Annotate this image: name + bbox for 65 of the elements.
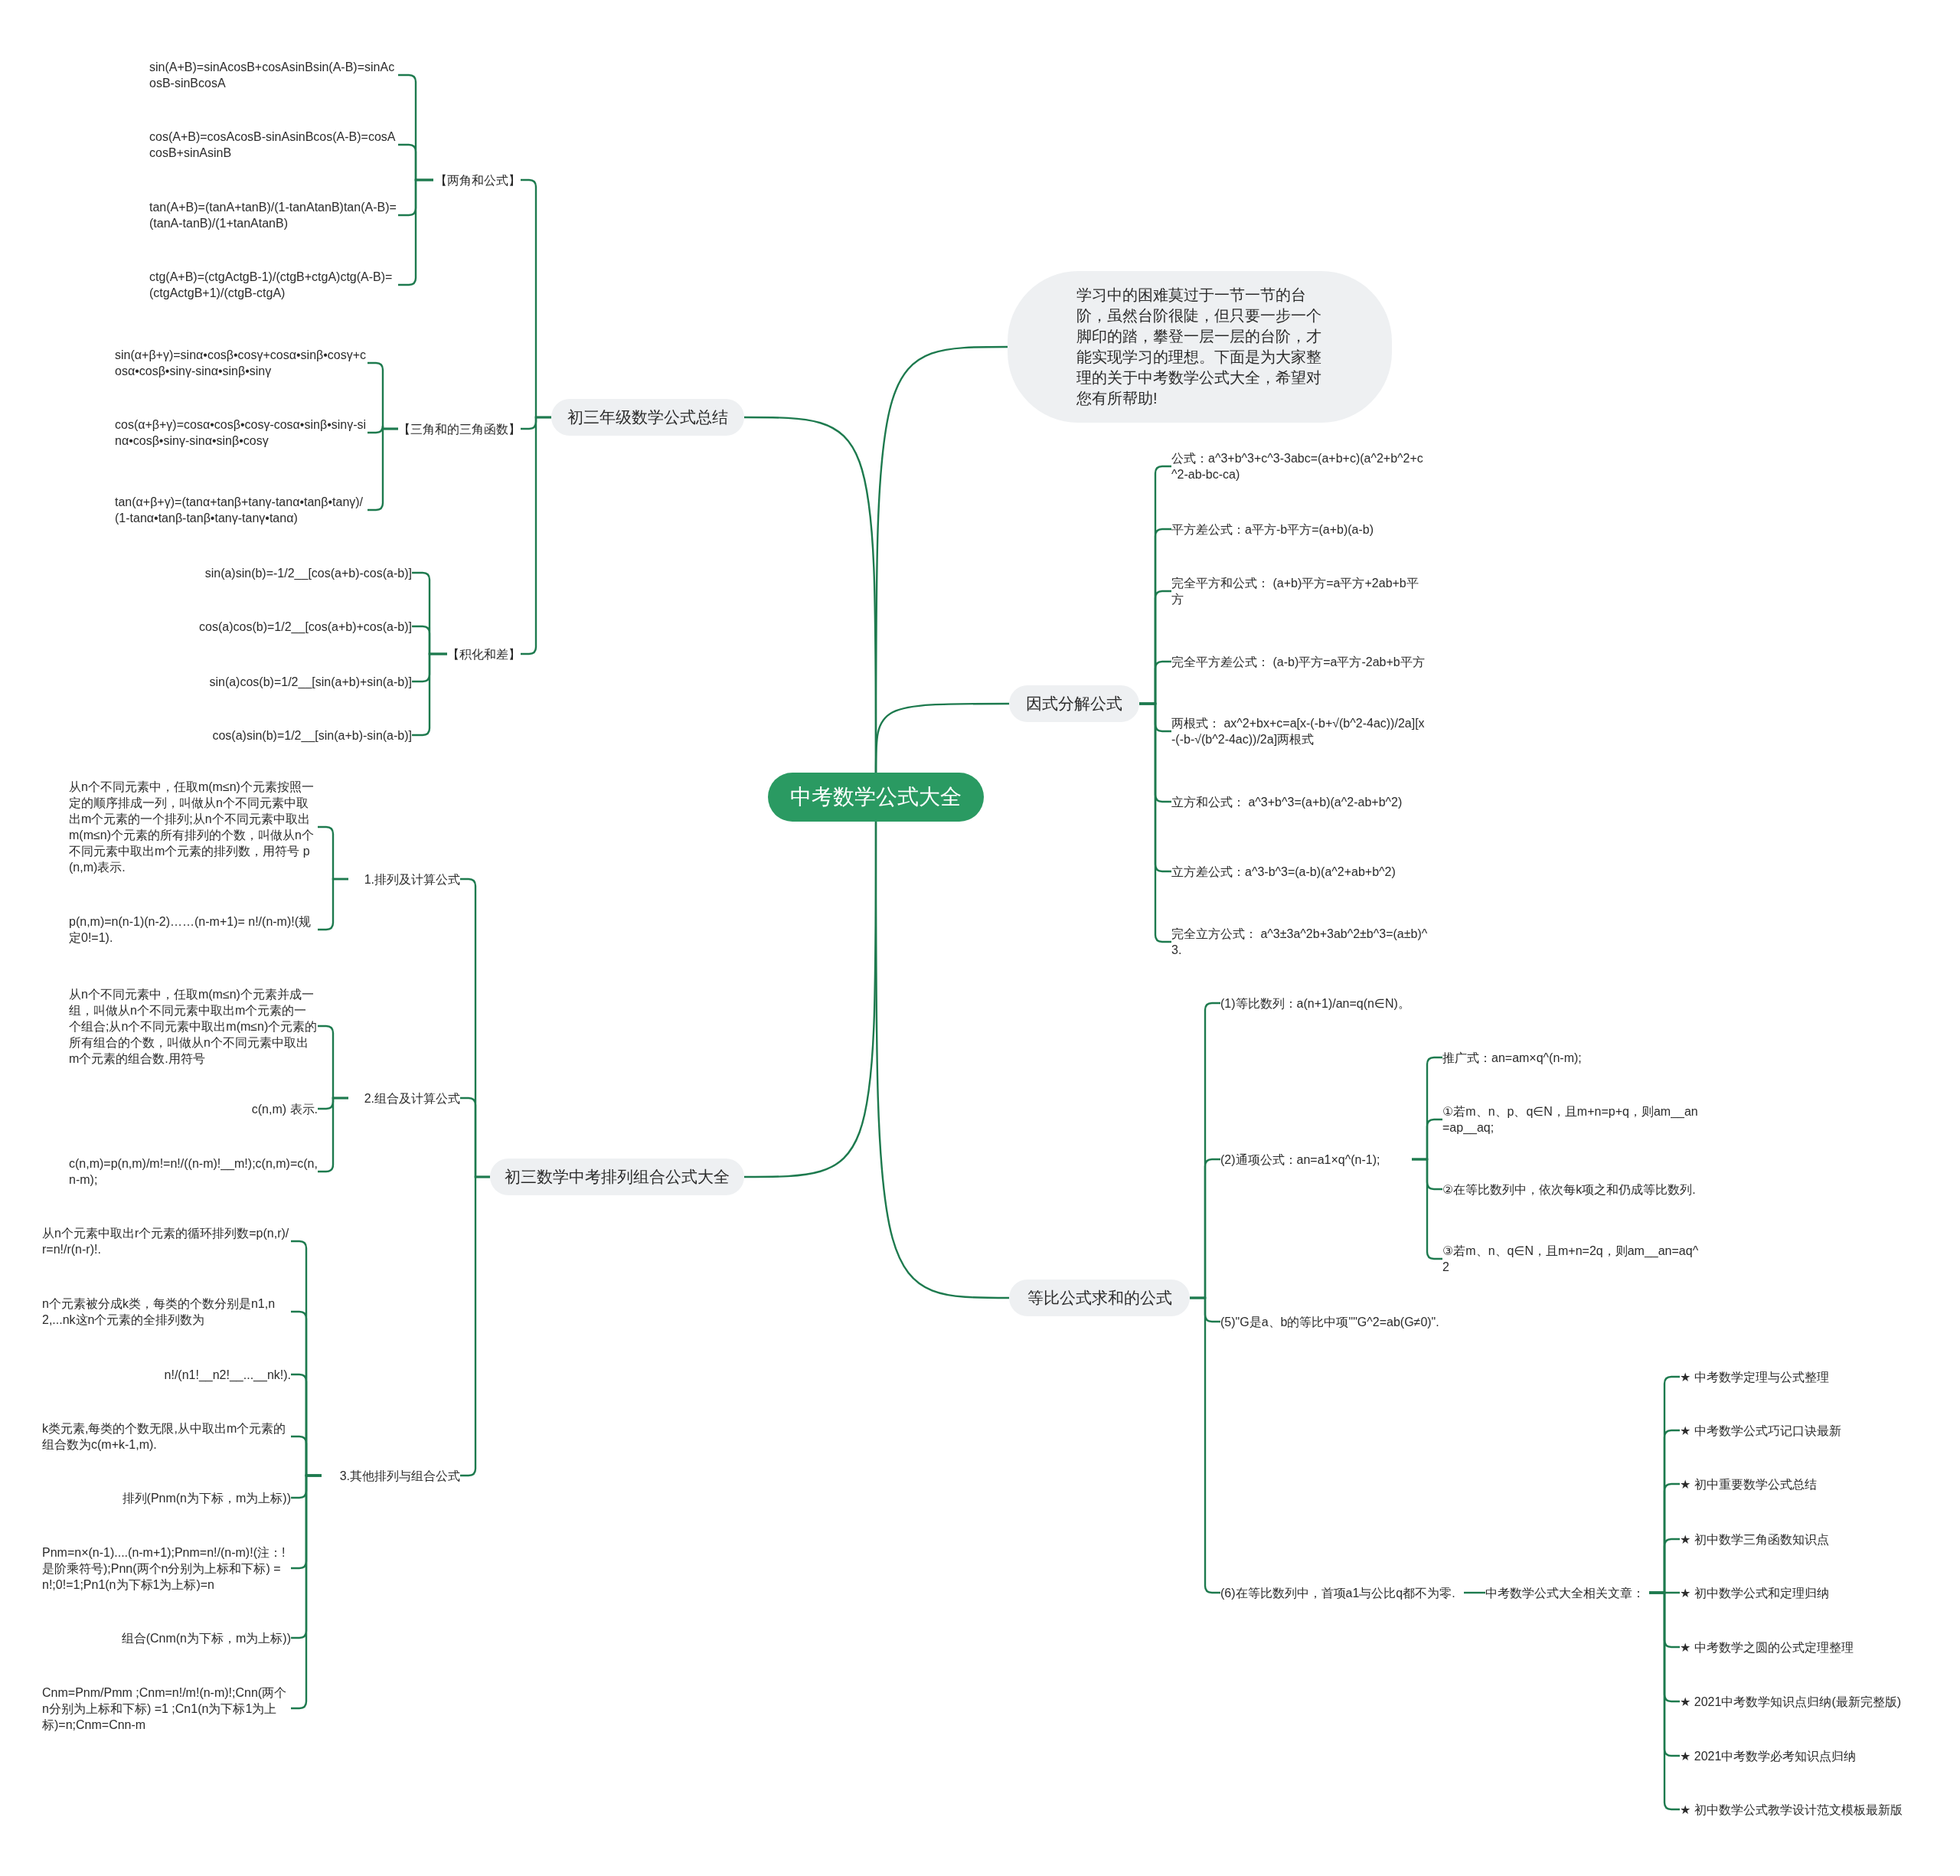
formula-text: (5)"G是a、b的等比中项""G^2=ab(G≠0)". xyxy=(1220,1313,1439,1330)
formula-text: 平方差公式：a平方-b平方=(a+b)(a-b) xyxy=(1171,521,1374,538)
formula-text: 完全平方和公式： (a+b)平方=a平方+2ab+b平方 xyxy=(1171,575,1428,607)
formula-text: 从n个不同元素中，任取m(m≤n)个元素并成一组，叫做从n个不同元素中取出m个元素的一个组合;从n个不同元素中取出m(m≤n)个元素的所有组合的个数，叫做从n个不同元素中取出m个元素的组合数.用符号 xyxy=(69,985,318,1067)
formula-text: ★ 初中数学三角函数知识点 xyxy=(1680,1531,1829,1548)
formula-text: ctg(A+B)=(ctgActgB-1)/(ctgB+ctgA)ctg(A-B)=(ctgActgB+1)/(ctgB-ctgA) xyxy=(149,269,398,301)
formula-text: sin(A+B)=sinAcosB+cosAsinBsin(A-B)=sinAcosB-sinBcosA xyxy=(149,59,398,91)
formula-text: p(n,m)=n(n-1)(n-2)……(n-m+1)= n!/(n-m)!(规定0!=1). xyxy=(69,913,318,946)
connector-line xyxy=(1464,1591,1485,1594)
formula-text: n个元素被分成k类，每类的个数分别是n1,n2,...nk这n个元素的全排列数为 xyxy=(42,1296,291,1328)
topic-pill: 初三数学中考排列组合公式大全 xyxy=(490,1159,744,1195)
subtopic-text: 【两角和公式】 xyxy=(435,172,521,188)
central-topic: 中考数学公式大全 xyxy=(768,773,984,822)
topic-pill: 因式分解公式 xyxy=(1009,685,1139,722)
formula-text: ①若m、n、p、q∈N，且m+n=p+q，则am__an=ap__aq; xyxy=(1442,1103,1703,1136)
formula-text: c(n,m) 表示. xyxy=(251,1100,318,1117)
formula-text: sin(α+β+γ)=sinα•cosβ•cosγ+cosα•sinβ•cosγ+cosα•cosβ•sinγ-sinα•sinβ•sinγ xyxy=(115,347,368,379)
formula-text: k类元素,每类的个数无限,从中取出m个元素的组合数为c(m+k-1,m). xyxy=(42,1420,291,1453)
formula-text: 组合(Cnm(n为下标，m为上标)) xyxy=(121,1629,291,1646)
formula-text: 从n个不同元素中，任取m(m≤n)个元素按照一定的顺序排成一列，叫做从n个不同元素中取出m个元素的一个排列;从n个不同元素中取出m(m≤n)个元素的所有排列的个数，叫做从n个不同元素中取出m个元素的排列数，用符号 p(n,m)表示. xyxy=(69,779,318,875)
topic-pill: 初三年级数学公式总结 xyxy=(551,399,744,436)
formula-text: (6)在等比数列中，首项a1与公比q都不为零. xyxy=(1220,1584,1455,1601)
subtopic-text: 【三角和的三角函数】 xyxy=(398,420,521,437)
subtopic-text: 1.排列及计算公式 xyxy=(364,871,460,887)
formula-text: ★ 2021中考数学知识点归纳(最新完整版) xyxy=(1680,1693,1902,1710)
formula-text: ★ 2021中考数学必考知识点归纳 xyxy=(1680,1747,1857,1764)
formula-text: 排列(Pnm(n为下标，m为上标)) xyxy=(122,1489,291,1506)
formula-text: 完全平方差公式： (a-b)平方=a平方-2ab+b平方 xyxy=(1171,653,1425,670)
formula-text: 立方和公式： a^3+b^3=(a+b)(a^2-ab+b^2) xyxy=(1171,793,1403,810)
formula-text: cos(A+B)=cosAcosB-sinAsinBcos(A-B)=cosAcosB+sinAsinB xyxy=(149,129,398,161)
formula-text: ★ 初中数学公式和定理归纳 xyxy=(1680,1584,1829,1601)
formula-text: tan(A+B)=(tanA+tanB)/(1-tanAtanB)tan(A-B)=(tanA-tanB)/(1+tanAtanB) xyxy=(149,199,398,231)
formula-text: sin(a)cos(b)=1/2__[sin(a+b)+sin(a-b)] xyxy=(209,673,412,690)
formula-text: 立方差公式：a^3-b^3=(a-b)(a^2+ab+b^2) xyxy=(1171,863,1396,880)
formula-text: ★ 初中数学公式教学设计范文模板最新版 xyxy=(1680,1801,1903,1818)
formula-text: n!/(n1!__n2!__...__nk!). xyxy=(164,1366,291,1383)
intro-bubble: 学习中的困难莫过于一节一节的台阶，虽然台阶很陡，但只要一步一个脚印的踏，攀登一层一层的台阶，才能实现学习的理想。下面是为大家整理的关于中考数学公式大全，希望对您有所帮助! xyxy=(1008,271,1392,423)
formula-text: Cnm=Pnm/Pmm ;Cnm=n!/m!(n-m)!;Cnn(两个n分别为上标和下标) =1 ;Cn1(n为下标1为上标)=n;Cnm=Cnn-m xyxy=(42,1684,291,1733)
formula-text: ②在等比数列中，依次每k项之和仍成等比数列. xyxy=(1442,1181,1696,1198)
subtopic-text: 【积化和差】 xyxy=(447,645,521,662)
formula-text: ★ 中考数学定理与公式整理 xyxy=(1680,1368,1829,1385)
subtopic-text: 2.组合及计算公式 xyxy=(364,1090,460,1106)
connector-line xyxy=(874,822,1009,1299)
formula-text: 中考数学公式大全相关文章： xyxy=(1485,1584,1645,1601)
topic-pill: 等比公式求和的公式 xyxy=(1009,1280,1190,1316)
formula-text: cos(a)sin(b)=1/2__[sin(a+b)-sin(a-b)] xyxy=(212,727,412,744)
subtopic-text: 3.其他排列与组合公式 xyxy=(339,1467,460,1484)
formula-text: ★ 中考数学之圆的公式定理整理 xyxy=(1680,1639,1854,1655)
formula-text: ③若m、n、q∈N，且m+n=2q，则am__an=aq^2 xyxy=(1442,1243,1703,1275)
formula-text: 完全立方公式： a^3±3a^2b+3ab^2±b^3=(a±b)^3. xyxy=(1171,926,1428,958)
formula-text: (1)等比数列：a(n+1)/an=q(n∈N)。 xyxy=(1220,995,1410,1012)
formula-text: 公式：a^3+b^3+c^3-3abc=(a+b+c)(a^2+b^2+c^2-ab-bc-ca) xyxy=(1171,450,1428,482)
formula-text: (2)通项公式：an=a1×q^(n-1); xyxy=(1220,1151,1380,1168)
formula-text: ★ 中考数学公式巧记口诀最新 xyxy=(1680,1422,1841,1439)
formula-text: cos(α+β+γ)=cosα•cosβ•cosγ-cosα•sinβ•sinγ-sinα•cosβ•sinγ-sinα•sinβ•cosγ xyxy=(115,417,368,449)
connector-line xyxy=(874,702,1009,773)
formula-text: ★ 初中重要数学公式总结 xyxy=(1680,1476,1817,1492)
formula-text: 从n个元素中取出r个元素的循环排列数=p(n,r)/r=n!/r(n-r)!. xyxy=(42,1225,291,1257)
formula-text: c(n,m)=p(n,m)/m!=n!/((n-m)!__m!);c(n,m)=c(n,n-m); xyxy=(69,1155,318,1188)
formula-text: 推广式：an=am×q^(n-m); xyxy=(1442,1049,1582,1066)
formula-text: 两根式： ax^2+bx+c=a[x-(-b+√(b^2-4ac))/2a][x-(-b-√(b^2-4ac))/2a]两根式 xyxy=(1171,715,1428,747)
formula-text: sin(a)sin(b)=-1/2__[cos(a+b)-cos(a-b)] xyxy=(204,564,412,581)
formula-text: tan(α+β+γ)=(tanα+tanβ+tanγ-tanα•tanβ•tanγ)/(1-tanα•tanβ-tanβ•tanγ-tanγ•tanα) xyxy=(115,494,368,526)
formula-text: cos(a)cos(b)=1/2__[cos(a+b)+cos(a-b)] xyxy=(199,618,412,635)
formula-text: Pnm=n×(n-1)....(n-m+1);Pnm=n!/(n-m)!(注：!是阶乘符号);Pnn(两个n分别为上标和下标) =n!;0!=1;Pn1(n为下标1为上标)=n xyxy=(42,1544,291,1593)
